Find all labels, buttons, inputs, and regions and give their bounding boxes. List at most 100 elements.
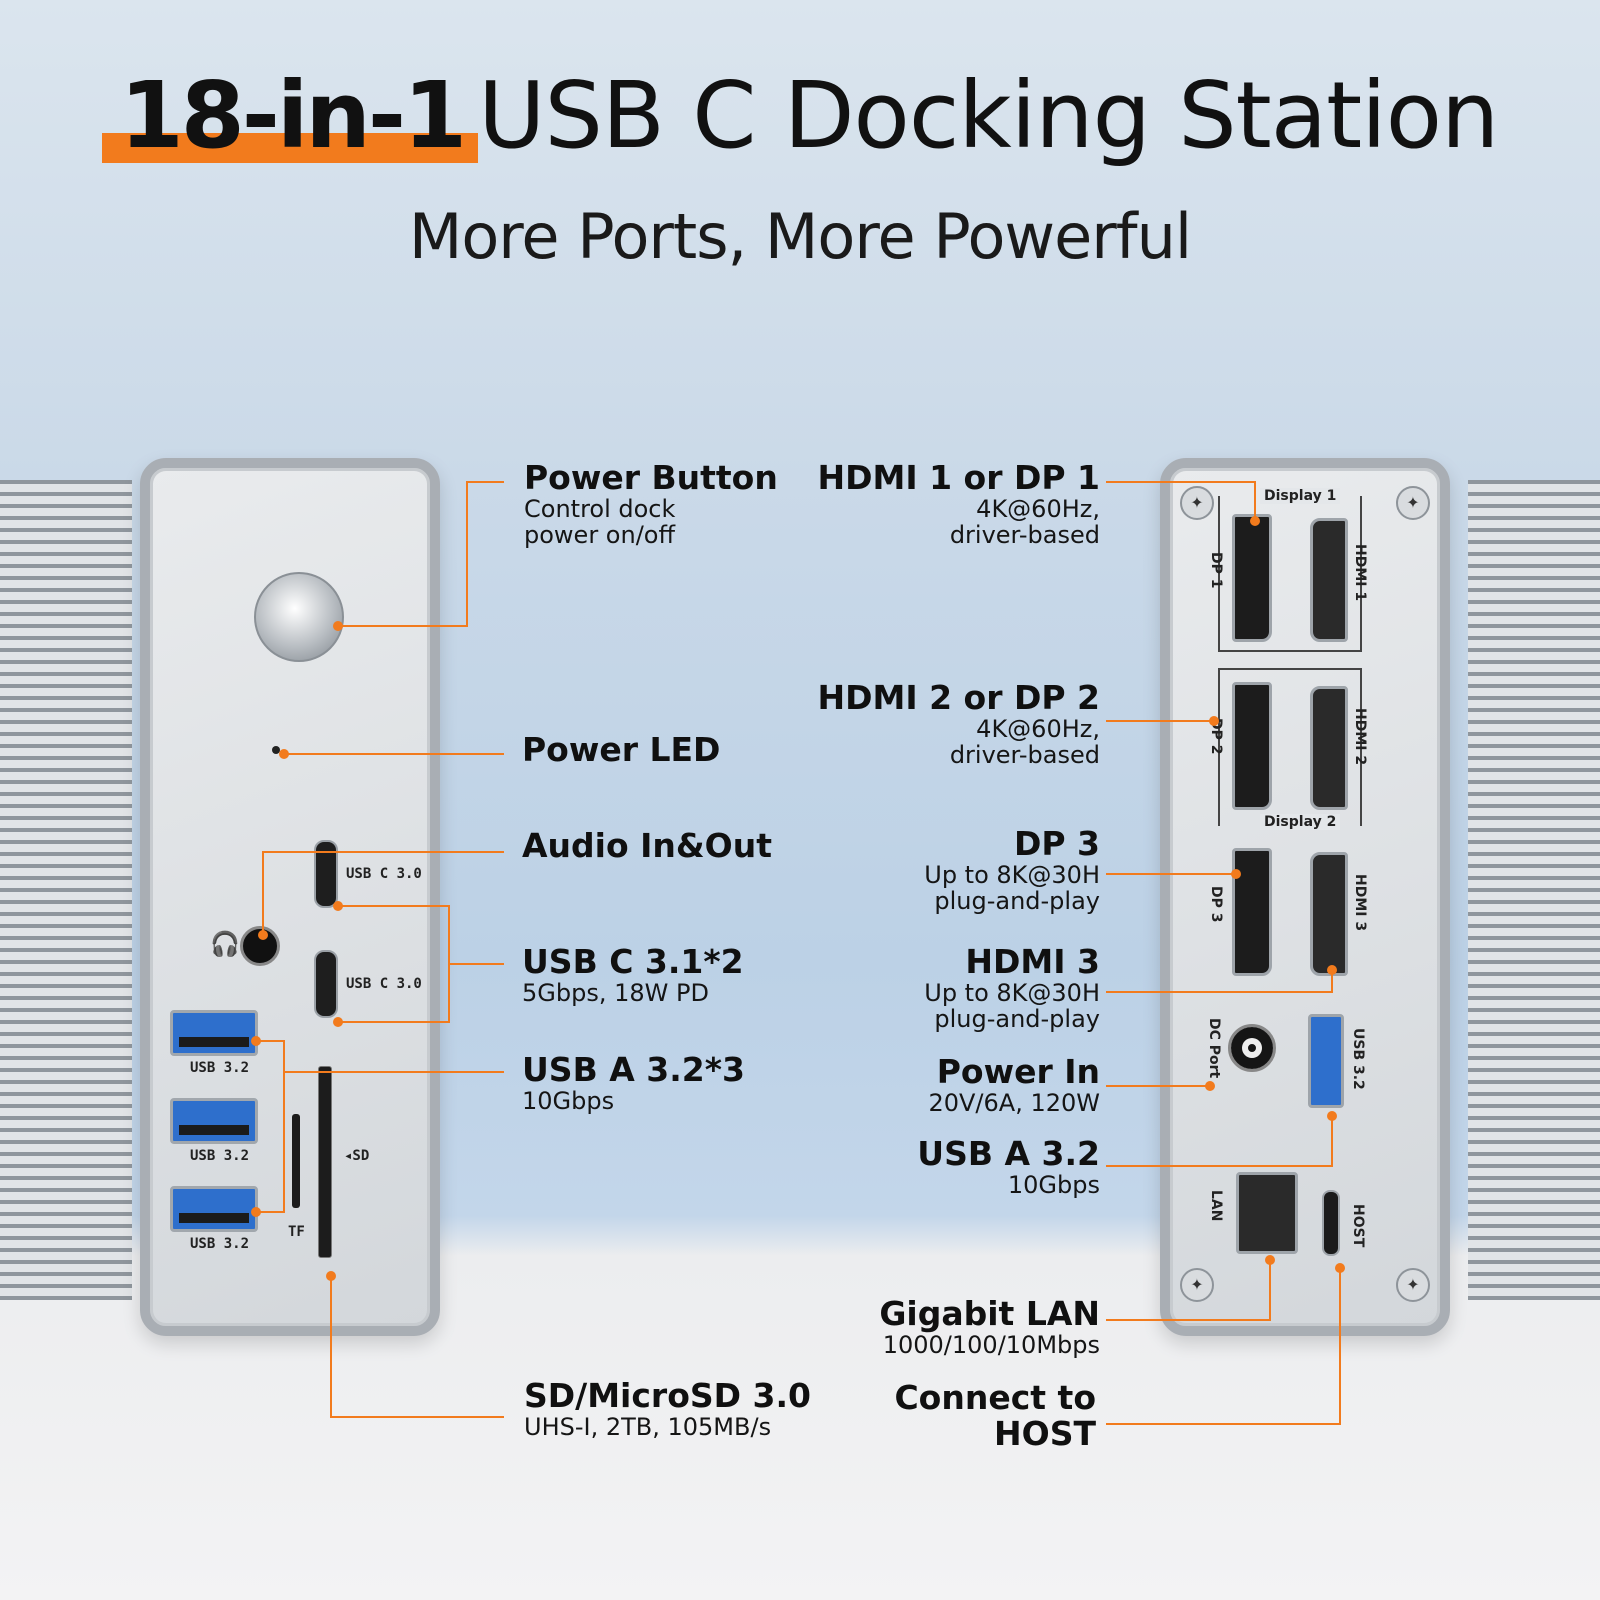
screw-icon: ✦ (1396, 1268, 1430, 1302)
callout-title: HDMI 2 or DP 2 (817, 678, 1100, 717)
hdmi1-label: HDMI 1 (1352, 544, 1368, 602)
callout-desc: Up to 8K@30H (924, 861, 1100, 889)
usba-port-2[interactable] (170, 1098, 258, 1144)
dp3-label: DP 3 (1208, 886, 1224, 923)
leader-dot (1327, 1111, 1337, 1121)
leader-line (262, 851, 264, 935)
lan-label: LAN (1208, 1190, 1224, 1222)
leader-dot (1231, 869, 1241, 879)
usba-2-label: USB 3.2 (190, 1148, 250, 1164)
callout-power-button: Power Button Control dock power on/off (524, 460, 778, 549)
callout-title: HOST (994, 1414, 1096, 1453)
callout-title: Gigabit LAN (879, 1294, 1100, 1333)
hdmi2-label: HDMI 2 (1352, 708, 1368, 766)
leader-line (1106, 873, 1236, 875)
title-rest: USB C Docking Station (478, 62, 1499, 169)
leader-line (448, 963, 504, 965)
callout-dp3: DP 3 Up to 8K@30H plug-and-play (924, 824, 1100, 915)
callout-desc: 4K@60Hz, (976, 495, 1100, 523)
callout-desc: UHS-I, 2TB, 105MB/s (524, 1413, 772, 1441)
leader-line (1331, 1116, 1333, 1167)
callout-hdmi3: HDMI 3 Up to 8K@30H plug-and-play (924, 942, 1100, 1033)
callout-title: USB C 3.1*2 (522, 942, 744, 981)
callout-title: DP 3 (1013, 824, 1100, 863)
callout-title: Power In (936, 1052, 1100, 1091)
display-2-label: Display 2 (1260, 814, 1341, 830)
callout-hdmi1-dp1: HDMI 1 or DP 1 4K@60Hz, driver-based (817, 458, 1100, 549)
leader-line (254, 1211, 284, 1213)
leader-line (254, 1040, 284, 1042)
leader-dot (333, 1017, 343, 1027)
dp2-port[interactable] (1232, 682, 1272, 810)
audio-jack[interactable] (240, 926, 280, 966)
leader-line (1331, 970, 1333, 993)
hdmi3-port[interactable] (1310, 852, 1348, 976)
leader-line (284, 753, 504, 755)
host-label: HOST (1350, 1204, 1366, 1248)
callout-audio: Audio In&Out (522, 828, 772, 864)
sd-slot[interactable] (318, 1066, 332, 1258)
callout-usbc: USB C 3.1*2 5Gbps, 18W PD (522, 942, 744, 1007)
callout-title: Connect to (894, 1378, 1096, 1417)
leader-line (1106, 991, 1332, 993)
leader-dot (1209, 716, 1219, 726)
hdmi1-port[interactable] (1310, 518, 1348, 642)
usbc-bottom-label: USB C 3.0 (346, 976, 422, 992)
leader-line (1106, 1319, 1270, 1321)
usba-port-3[interactable] (170, 1186, 258, 1232)
leader-dot (333, 901, 343, 911)
front-panel: 🎧 USB C 3.0 USB C 3.0 USB 3.2 USB 3.2 US… (140, 458, 440, 1336)
callout-hdmi2-dp2: HDMI 2 or DP 2 4K@60Hz, driver-based (817, 678, 1100, 769)
rear-panel: ✦ ✦ ✦ ✦ Display 1 DP 1 HDMI 1 Display 2 … (1160, 458, 1450, 1336)
callout-title: USB A 3.2*3 (522, 1050, 745, 1089)
leader-dot (258, 930, 268, 940)
leader-line (1106, 1423, 1340, 1425)
leader-line (283, 1040, 285, 1213)
leader-line (1106, 1165, 1332, 1167)
callout-host: Connect to HOST (894, 1380, 1096, 1452)
usb32-port[interactable] (1308, 1014, 1344, 1108)
usbc-top-label: USB C 3.0 (346, 866, 422, 882)
display-1-label: Display 1 (1260, 488, 1341, 504)
right-device-vent (1468, 480, 1600, 1300)
dc-port[interactable] (1228, 1024, 1276, 1072)
usba-port-1[interactable] (170, 1010, 258, 1056)
callout-desc: 5Gbps, 18W PD (522, 979, 709, 1007)
display-1-group (1218, 496, 1362, 652)
callout-desc: driver-based (949, 521, 1100, 549)
leader-line (338, 1021, 448, 1023)
leader-line (262, 851, 504, 853)
dp1-port[interactable] (1232, 514, 1272, 642)
lan-port[interactable] (1236, 1172, 1298, 1254)
leader-line (338, 625, 466, 627)
tf-slot[interactable] (292, 1114, 300, 1208)
title-highlight: 18-in-1 (101, 62, 479, 169)
usb32-label: USB 3.2 (1350, 1028, 1366, 1090)
callout-desc: 20V/6A, 120W (928, 1089, 1100, 1117)
callout-desc: Up to 8K@30H (924, 979, 1100, 1007)
leader-line (1254, 481, 1256, 521)
callout-desc: 10Gbps (522, 1087, 615, 1115)
leader-dot (1327, 965, 1337, 975)
leader-dot (1335, 1263, 1345, 1273)
hdmi2-port[interactable] (1310, 686, 1348, 810)
power-button[interactable] (254, 572, 344, 662)
headphone-icon: 🎧 (210, 930, 240, 958)
callout-title: HDMI 1 or DP 1 (817, 458, 1100, 497)
dp3-port[interactable] (1232, 848, 1272, 976)
callout-power-in: Power In 20V/6A, 120W (928, 1052, 1100, 1117)
leader-dot (326, 1271, 336, 1281)
leader-line (1339, 1268, 1341, 1425)
host-port[interactable] (1322, 1190, 1340, 1256)
callout-title: HDMI 3 (965, 942, 1100, 981)
usbc-port-bottom[interactable] (314, 950, 338, 1018)
callout-desc: 1000/100/10Mbps (882, 1331, 1100, 1359)
left-device-vent (0, 480, 132, 1300)
leader-dot (1250, 516, 1260, 526)
leader-line (1106, 481, 1254, 483)
leader-line (466, 481, 468, 627)
callout-desc: 4K@60Hz, (976, 715, 1100, 743)
tf-label: TF (288, 1224, 305, 1240)
display-2-group (1218, 668, 1362, 826)
